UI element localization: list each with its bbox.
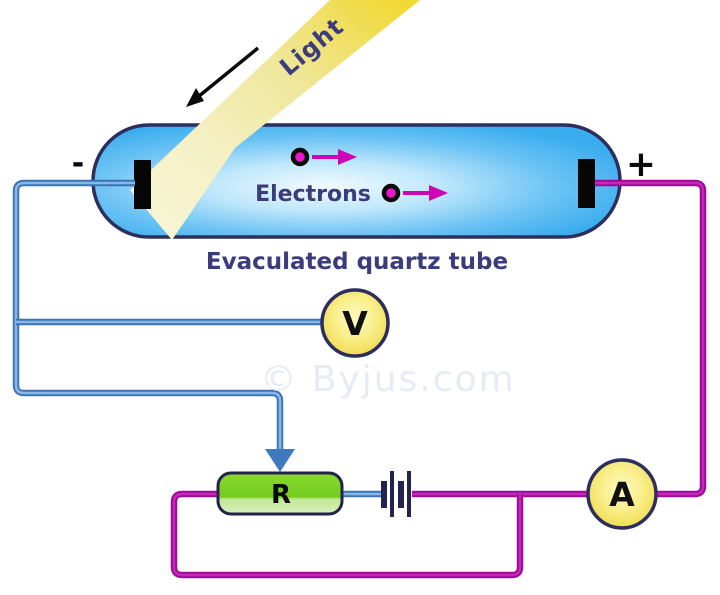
cathode-plate xyxy=(134,160,151,209)
negative-wire xyxy=(12,179,385,498)
electron-1 xyxy=(290,147,357,167)
electron-arrow-icon xyxy=(338,149,357,165)
light-beam xyxy=(130,0,420,240)
battery-icon xyxy=(381,471,411,517)
rheostat-arrow-icon xyxy=(265,449,295,472)
positive-wire xyxy=(170,179,707,579)
ammeter-label: A xyxy=(609,475,635,514)
voltmeter-label: V xyxy=(342,304,368,343)
electron-2 xyxy=(381,183,448,203)
ammeter-dial xyxy=(586,458,658,530)
resistor-box xyxy=(216,471,344,516)
electrons-label: Electrons xyxy=(255,182,371,207)
voltmeter-dial xyxy=(320,288,390,358)
anode-plate xyxy=(578,159,595,208)
cathode-sign: - xyxy=(72,146,84,181)
electron-arrow-icon xyxy=(429,185,448,201)
anode-sign: + xyxy=(626,144,656,185)
light-arrow-icon xyxy=(186,46,260,107)
resistor-label: R xyxy=(271,480,291,510)
tube-caption: Evaculated quartz tube xyxy=(206,249,508,275)
watermark: © Byjus.com xyxy=(260,359,515,400)
